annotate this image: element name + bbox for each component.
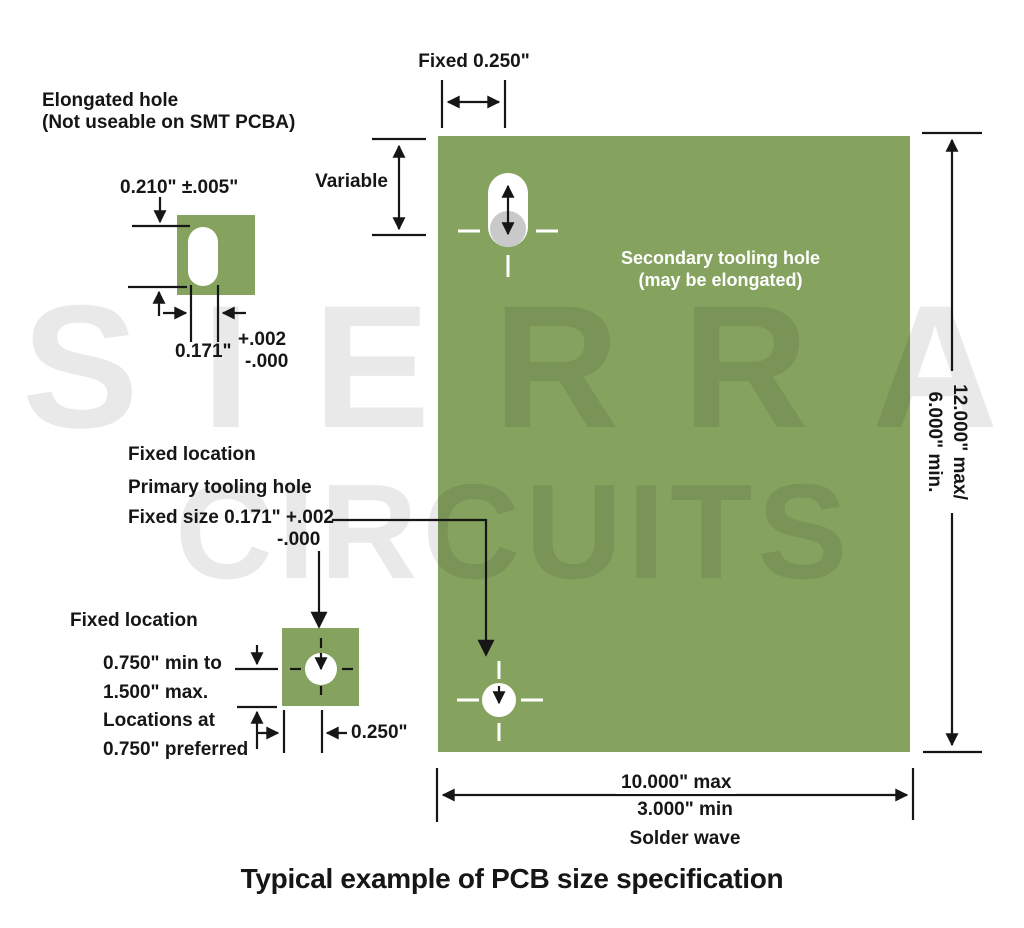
primary-fixed-location-label: Fixed location xyxy=(128,444,256,465)
board-width-dimension xyxy=(435,768,915,822)
slot-width-dim-label: 0.171" xyxy=(175,341,232,362)
bl-offset-dim-label: 0.250" xyxy=(351,722,408,743)
solder-wave-label: Solder wave xyxy=(629,828,741,849)
elongated-hole xyxy=(188,227,218,286)
secondary-tooling-hole xyxy=(458,173,558,277)
primary-tooling-hole-board xyxy=(457,661,543,741)
board-width-min-label: 3.000" min xyxy=(637,799,733,820)
variable-dimension xyxy=(372,137,426,237)
elongated-hole-detail-lines xyxy=(128,197,246,342)
slot-height-dim-label: 0.210" ±.005" xyxy=(120,177,239,198)
bl-note-line2: 1.500" max. xyxy=(103,681,209,703)
fixed-0250-label: Fixed 0.250" xyxy=(418,51,530,72)
variable-label: Variable xyxy=(315,171,388,192)
bl-note-line3: Locations at xyxy=(103,710,215,731)
elongated-hole-heading: Elongated hole (Not useable on SMT PCBA) xyxy=(42,90,295,134)
board-height-dimension xyxy=(922,131,982,754)
slot-tol-minus-label: -.000 xyxy=(245,351,289,372)
bl-fixed-location-label: Fixed location xyxy=(70,610,198,631)
slot-tol-plus-label: +.002 xyxy=(238,329,287,350)
elongated-hole-heading-line1: Elongated hole xyxy=(42,90,179,111)
board-height-max-label: 12.000" max/ xyxy=(949,384,970,500)
primary-hole-detail-lines xyxy=(235,638,353,753)
fixed-0250-dimension xyxy=(440,80,507,128)
board-height-min-label: 6.000" min. xyxy=(924,391,945,493)
secondary-hole-label-line2: (may be elongated) xyxy=(638,270,803,290)
secondary-hole-label-line1: Secondary tooling hole xyxy=(620,248,821,268)
bl-spacing-notes: 0.750" min to 1.500" max. Locations at 0… xyxy=(103,650,248,764)
bl-note-line1: 0.750" min to xyxy=(103,653,222,674)
bl-note-line4: 0.750" preferred xyxy=(103,738,249,760)
board-height-dim-label: 12.000" max/ 6.000" min. xyxy=(922,384,972,500)
secondary-hole-label: Secondary tooling hole (may be elongated… xyxy=(608,247,833,291)
elongated-hole-heading-line2: (Not useable on SMT PCBA) xyxy=(42,112,296,133)
primary-hole-leaders xyxy=(310,518,495,657)
diagram-title: Typical example of PCB size specificatio… xyxy=(240,863,784,894)
primary-hole-size-label: Fixed size 0.171" +.002 xyxy=(128,507,335,528)
board-width-max-label: 10.000" max xyxy=(616,772,737,794)
primary-hole-size-tol-label: -.000 xyxy=(277,529,321,550)
primary-hole-name-label: Primary tooling hole xyxy=(128,477,312,498)
watermark-circuits: CIRCUITS xyxy=(175,456,853,607)
